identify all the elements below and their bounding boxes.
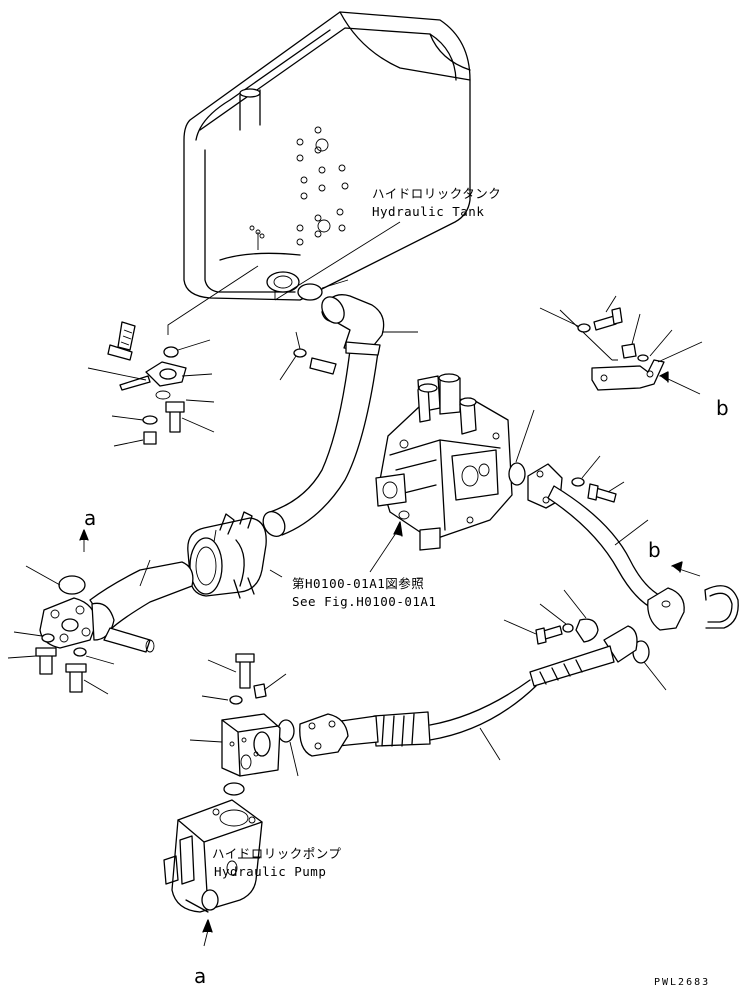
mounting-bracket (539, 295, 703, 395)
marker-a-bottom: a (194, 964, 207, 988)
marker-b-upper: b (716, 396, 730, 420)
drain-flange (87, 361, 215, 403)
marker-a-top: a (84, 506, 97, 530)
marker-b-lower: b (648, 538, 662, 562)
o-ring (508, 462, 526, 486)
o-ring (297, 283, 323, 301)
discharge-hose (333, 625, 638, 761)
pump-label-jp: ハイドロリックポンプ (212, 846, 342, 861)
control-valve (375, 373, 513, 551)
suction-elbow (321, 294, 385, 351)
tank-label-en: Hydraulic Tank (372, 204, 485, 219)
pump-label-en: Hydraulic Pump (214, 864, 327, 879)
pump-adapter (221, 713, 281, 777)
hose-clamp-assembly (187, 511, 267, 599)
o-ring (223, 782, 245, 796)
see-fig-label-en: See Fig.H0100-01A1 (292, 594, 437, 609)
tank-leader (274, 221, 401, 301)
pipe-flange-left (39, 597, 155, 653)
hydraulic-tank (183, 11, 471, 301)
see-fig-label-jp: 第H0100-01A1図参照 (292, 576, 425, 591)
suction-hose (269, 349, 379, 536)
o-ring (58, 575, 86, 595)
pump-flange (299, 713, 349, 757)
hydraulic-pump (163, 799, 263, 913)
tank-label-jp: ハイドロリックタンク (372, 186, 502, 201)
drawing-code: PWL2683 (654, 977, 711, 988)
bolt (107, 321, 136, 361)
suction-pipe-left (89, 561, 194, 631)
